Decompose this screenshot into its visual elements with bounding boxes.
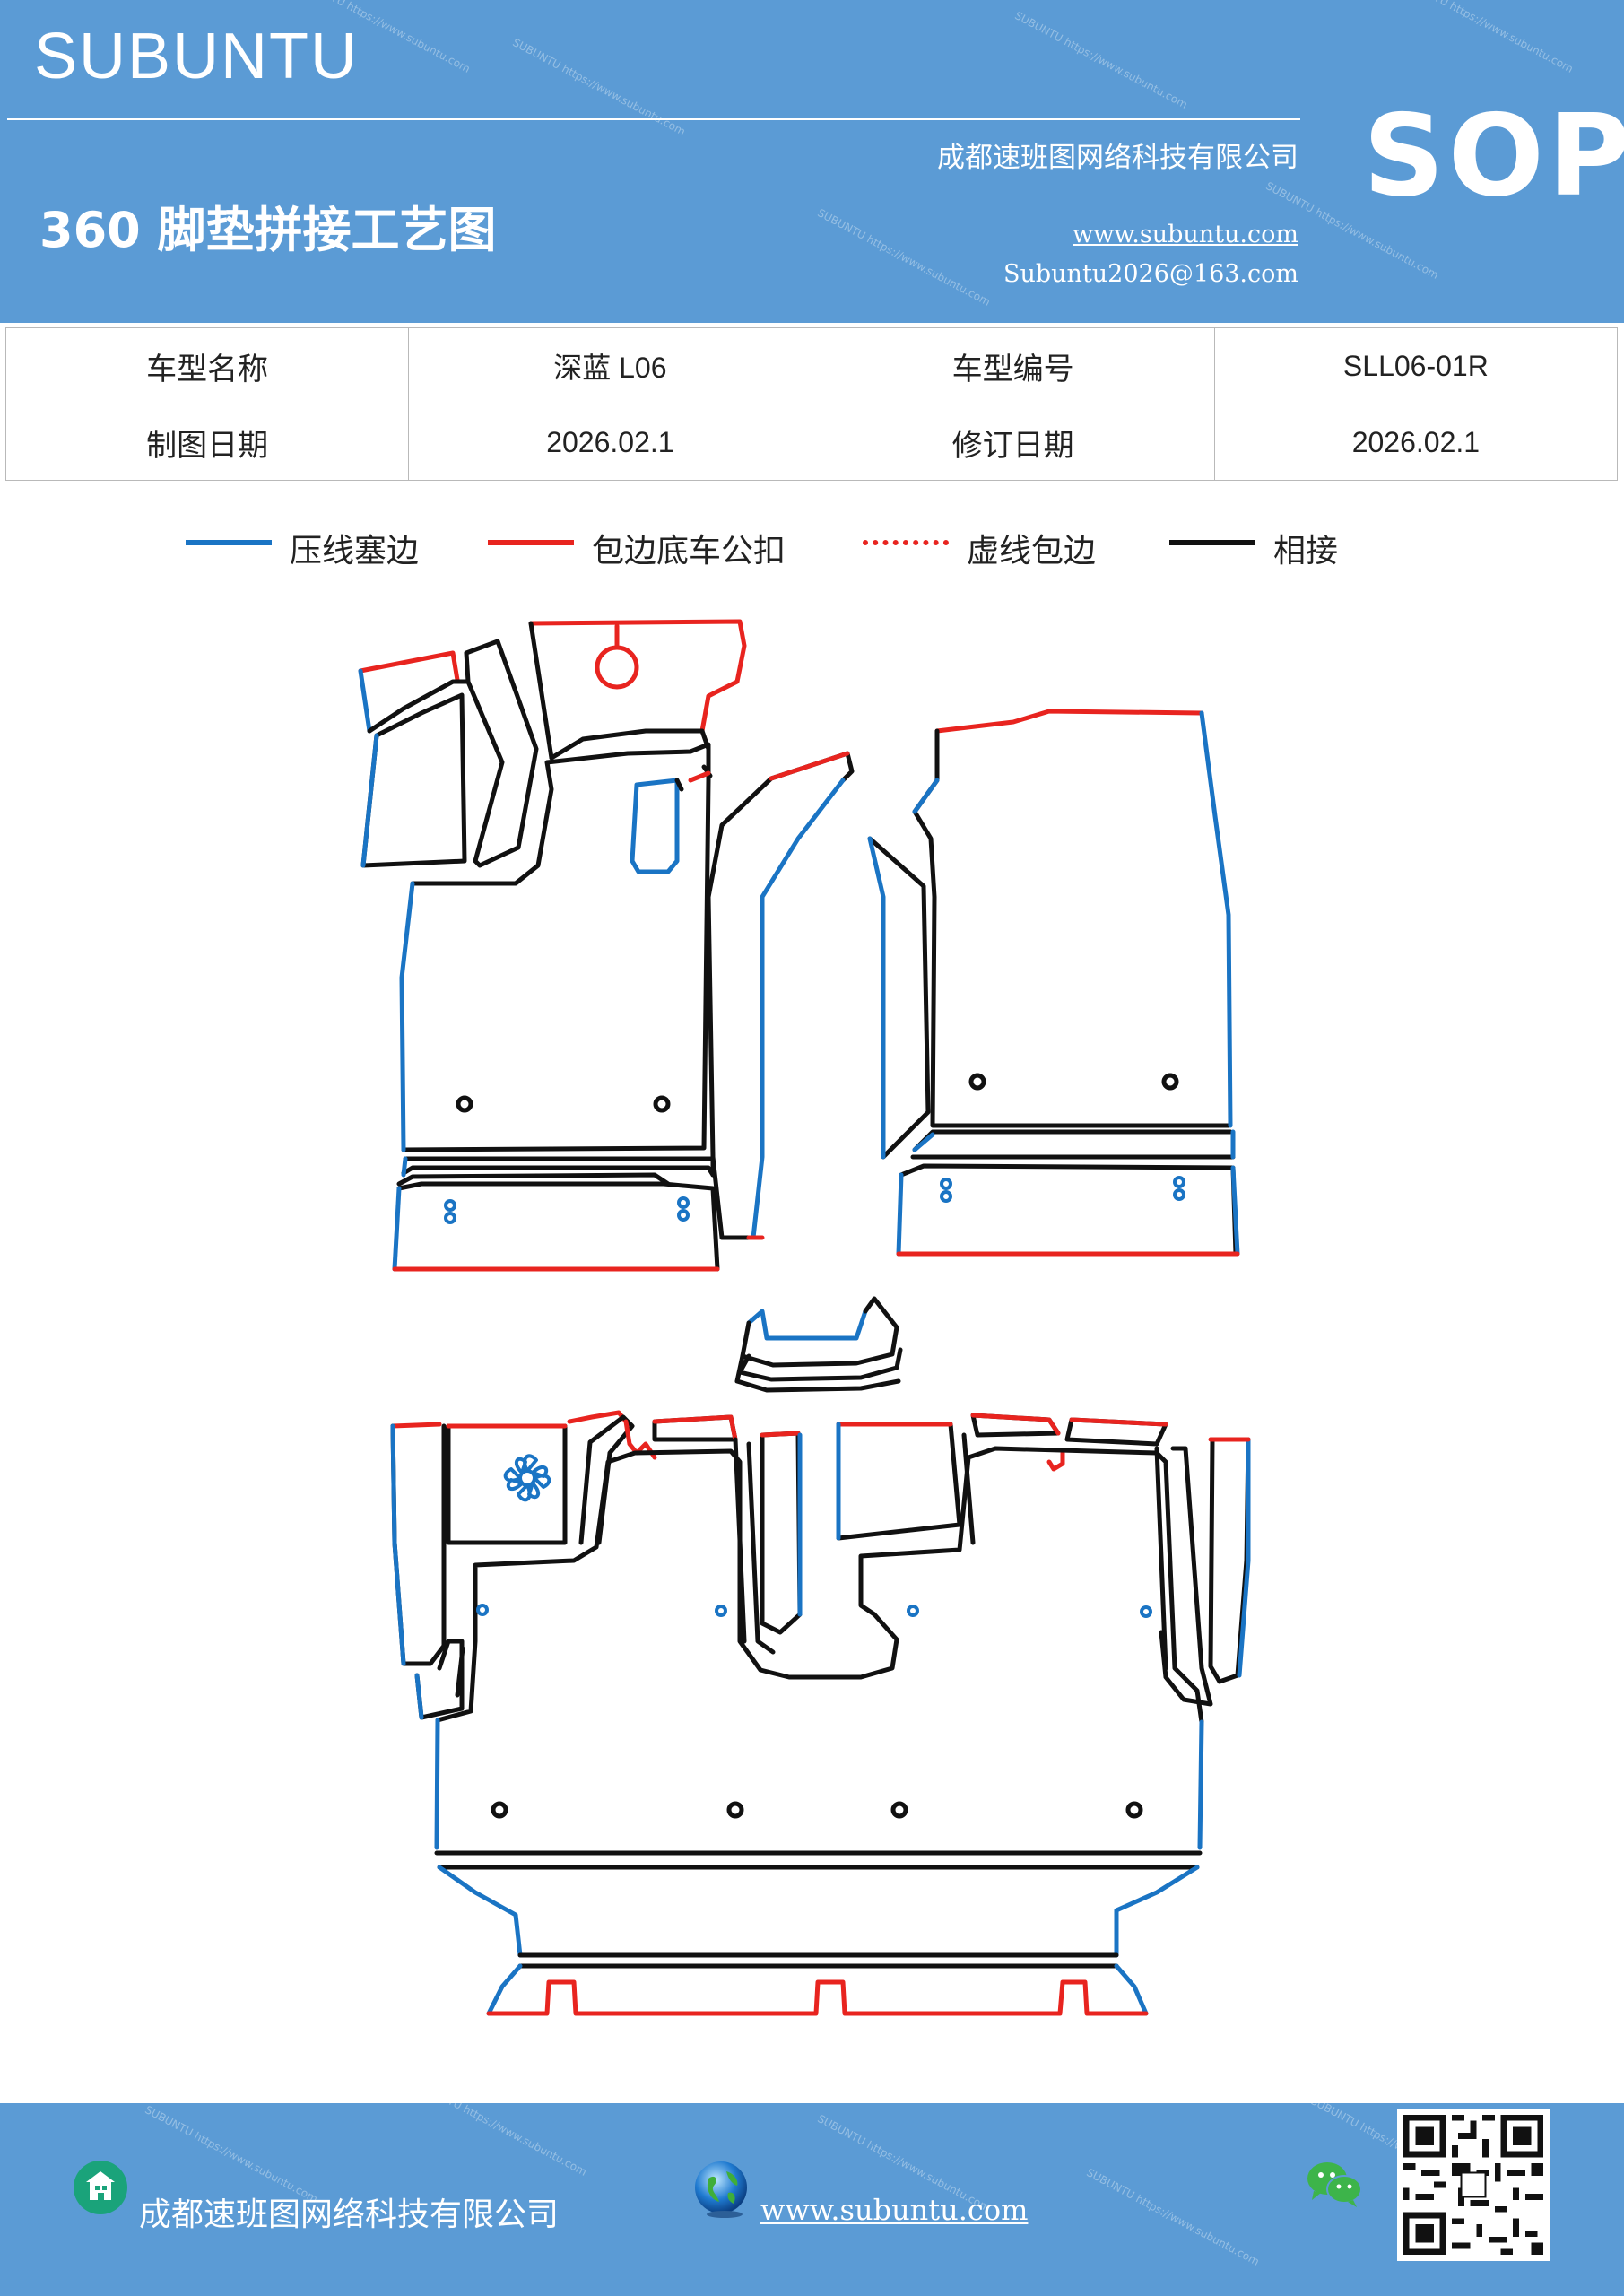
watermark: SUBUNTU https://www.subuntu.com [412, 2103, 589, 2179]
cell-value: 2026.02.1 [408, 404, 812, 481]
page-title: 360 脚垫拼接工艺图 [39, 202, 497, 258]
front-right-mat [867, 709, 1240, 1257]
header-banner: SUBUNTU https://www.subuntu.com SUBUNTU … [0, 0, 1624, 323]
legend-swatch-red [488, 540, 574, 545]
watermark: SUBUNTU https://www.subuntu.com [815, 206, 993, 309]
cell-label: 制图日期 [4, 404, 410, 481]
email-link[interactable]: Subuntu2026@163.com [1003, 260, 1298, 288]
cell-label: 修订日期 [811, 404, 1215, 481]
qr-code [1397, 2109, 1550, 2261]
legend-swatch-red-dotted [863, 540, 949, 545]
table-row: 制图日期 2026.02.1 修订日期 2026.02.1 [4, 404, 1619, 481]
cell-label: 车型名称 [4, 327, 410, 404]
globe-icon [695, 2161, 747, 2218]
header-divider [7, 118, 1300, 120]
website-link[interactable]: www.subuntu.com [1073, 221, 1298, 248]
brand-logo-text: SUBUNTU [34, 21, 360, 92]
center-tunnel-strip [706, 751, 855, 1240]
front-left-mat [358, 619, 747, 1272]
footer-company-name: 成都速班图网络科技有限公司 [139, 2196, 560, 2233]
cell-value: 2026.02.1 [1213, 404, 1619, 481]
watermark: SUBUNTU https://www.subuntu.com [1398, 0, 1576, 75]
building-icon [74, 2161, 127, 2214]
wechat-icon[interactable] [1305, 2157, 1364, 2211]
line-legend: 压线塞边 包边底车公扣 虚线包边 相接 [0, 525, 1624, 578]
sop-badge: SOP [1363, 90, 1624, 222]
cell-value: SLL06-01R [1213, 327, 1619, 404]
tunnel-hump-piece [734, 1296, 903, 1393]
cell-value: 深蓝 L06 [408, 327, 812, 404]
floor-mat-diagram [358, 619, 1251, 2016]
legend-label: 包边底车公扣 [592, 533, 786, 570]
cell-label: 车型编号 [811, 327, 1215, 404]
watermark: SUBUNTU https://www.subuntu.com [510, 36, 688, 138]
legend-label: 虚线包边 [967, 533, 1097, 570]
watermark: SUBUNTU https://www.subuntu.com [1084, 2166, 1262, 2268]
watermark: SUBUNTU https://www.subuntu.com [1012, 9, 1190, 111]
legend-label: 压线塞边 [290, 533, 420, 570]
company-name: 成都速班图网络科技有限公司 [937, 142, 1298, 174]
legend-swatch-black [1169, 540, 1255, 545]
rear-mat [390, 1410, 1251, 2016]
fan-icon [503, 1454, 551, 1502]
footer-banner: SUBUNTU https://www.subuntu.com SUBUNTU … [0, 2103, 1624, 2296]
table-row: 车型名称 深蓝 L06 车型编号 SLL06-01R [4, 327, 1619, 404]
legend-label: 相接 [1273, 533, 1339, 570]
footer-website-link[interactable]: www.subuntu.com [760, 2193, 1029, 2227]
legend-swatch-blue [186, 540, 272, 545]
vehicle-info-table: 车型名称 深蓝 L06 车型编号 SLL06-01R 制图日期 2026.02.… [4, 327, 1619, 481]
